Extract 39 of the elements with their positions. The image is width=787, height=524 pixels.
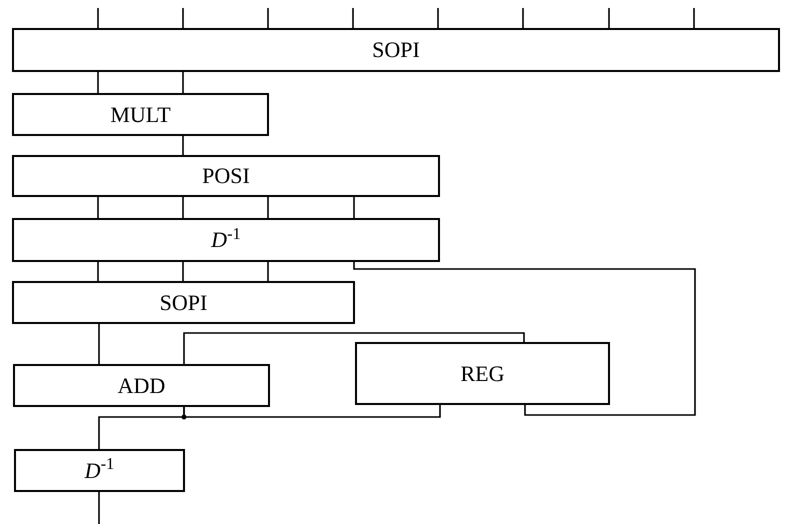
connector-line	[693, 8, 695, 28]
connector-line	[182, 262, 184, 281]
connector-line	[182, 72, 184, 93]
connector-line	[522, 8, 524, 28]
block-label: SOPI	[160, 292, 208, 314]
block-label: POSI	[202, 165, 250, 187]
block-label: REG	[460, 362, 504, 384]
block-label: D$^{-1}$	[84, 460, 114, 482]
connector-line	[97, 262, 99, 281]
block-label: MULT	[110, 104, 171, 126]
block-box	[13, 364, 270, 407]
connector-line	[353, 197, 355, 218]
block-label: SOPI	[372, 39, 420, 61]
connector-line	[97, 72, 99, 93]
connector-line	[353, 262, 696, 416]
connector-line	[267, 197, 269, 218]
block-box	[12, 218, 440, 262]
connector-line	[182, 8, 184, 28]
connector-line	[98, 407, 185, 449]
connector-line	[97, 8, 99, 28]
connector-line	[98, 492, 100, 524]
connector-line	[437, 8, 439, 28]
block-box	[14, 449, 185, 492]
connector-line	[97, 197, 99, 218]
connector-line	[183, 332, 525, 364]
connector-line	[182, 136, 184, 155]
block-label: ADD	[118, 374, 166, 396]
connector-line	[98, 324, 100, 364]
block-box	[12, 155, 440, 197]
block-label: D$^{-1}$	[211, 229, 241, 251]
block-box	[12, 93, 269, 136]
block-box	[12, 28, 780, 72]
block-box	[12, 281, 355, 324]
connector-line	[352, 8, 354, 28]
connector-line	[608, 8, 610, 28]
connector-line	[267, 262, 269, 281]
connector-line	[182, 197, 184, 218]
connector-line	[267, 8, 269, 28]
block-box	[355, 342, 610, 405]
